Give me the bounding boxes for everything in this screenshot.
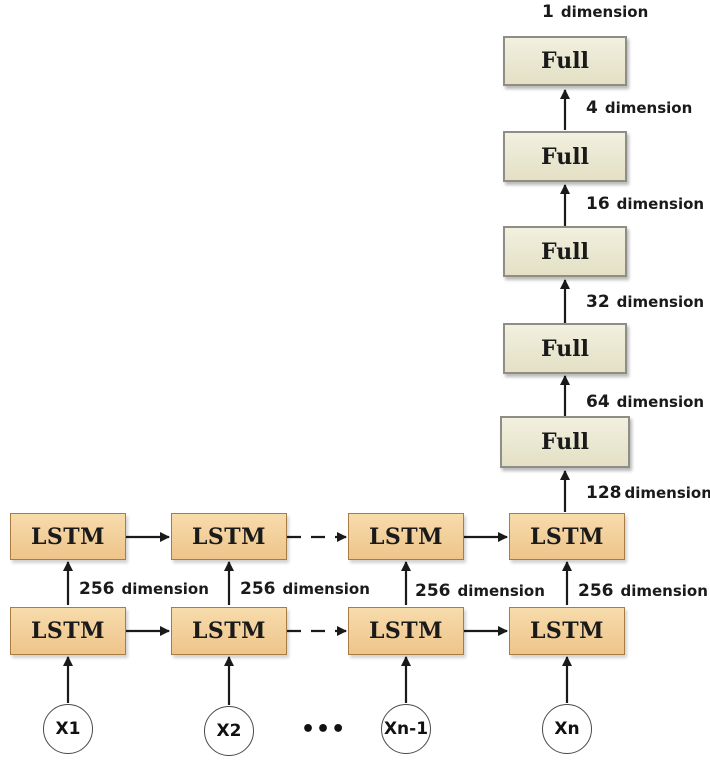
dim-word: dimension — [616, 195, 705, 213]
dim-number: 16 — [586, 194, 610, 214]
dim-number: 4 — [586, 98, 598, 118]
dim-number: 128 — [586, 483, 622, 503]
lstm-top-3: LSTM — [348, 513, 464, 560]
full-layer-label: Full — [541, 429, 589, 455]
full-layer-label: Full — [541, 238, 589, 265]
dim-label-64: 64 dimension — [586, 394, 704, 411]
lstm-top-1: LSTM — [10, 513, 126, 560]
dim-label-32: 32 dimension — [586, 294, 704, 311]
dim-word: dimension — [457, 582, 545, 600]
full-layer-label: Full — [541, 48, 589, 74]
dim-label-1: 1 dimension — [542, 4, 648, 21]
full-layer-1: Full — [503, 36, 627, 86]
ellipsis: ••• — [301, 717, 347, 742]
dim-word: dimension — [560, 3, 649, 21]
input-label: Xn-1 — [383, 719, 429, 739]
dim-word: dimension — [624, 484, 710, 502]
input-label: X2 — [216, 721, 242, 741]
lstm-label: LSTM — [191, 523, 267, 550]
dim-label-4: 4 dimension — [586, 100, 692, 117]
input-node-xn-1: Xn-1 — [381, 704, 431, 754]
lstm-top-4: LSTM — [509, 513, 625, 560]
dim-word: dimension — [121, 580, 209, 598]
dim-word: dimension — [620, 582, 708, 600]
lstm-label: LSTM — [529, 618, 605, 644]
dim-number: 256 — [240, 579, 276, 599]
between-dim-label-4: 256 dimension — [578, 583, 708, 600]
between-dim-label-1: 256 dimension — [79, 581, 209, 598]
lstm-label: LSTM — [368, 523, 444, 550]
full-layer-4: Full — [503, 131, 627, 182]
lstm-bottom-1: LSTM — [10, 607, 126, 655]
dim-number: 256 — [79, 579, 115, 599]
between-dim-label-2: 256 dimension — [240, 581, 370, 598]
input-label: Xn — [554, 719, 580, 739]
dim-word: dimension — [616, 293, 705, 311]
input-label: X1 — [55, 719, 81, 739]
dim-word: dimension — [604, 99, 693, 117]
lstm-label: LSTM — [30, 523, 106, 550]
lstm-label: LSTM — [368, 618, 444, 644]
input-node-x2: X2 — [204, 706, 254, 756]
dim-word: dimension — [616, 393, 705, 411]
lstm-bottom-3: LSTM — [348, 607, 464, 655]
between-dim-label-3: 256 dimension — [415, 583, 545, 600]
dim-word: dimension — [282, 580, 370, 598]
dim-number: 256 — [415, 581, 451, 601]
lstm-top-2: LSTM — [171, 513, 287, 560]
input-node-x1: X1 — [43, 704, 93, 754]
dim-number: 32 — [586, 292, 610, 312]
full-layer-64: Full — [500, 416, 630, 468]
lstm-label: LSTM — [529, 523, 605, 550]
lstm-label: LSTM — [191, 618, 267, 644]
full-layer-16: Full — [503, 226, 627, 277]
dim-number: 256 — [578, 581, 614, 601]
lstm-label: LSTM — [30, 618, 106, 644]
dim-number: 1 — [542, 2, 554, 22]
lstm-bottom-2: LSTM — [171, 607, 287, 655]
input-node-xn: Xn — [542, 704, 592, 754]
dim-number: 64 — [586, 392, 610, 412]
full-layer-label: Full — [541, 335, 589, 362]
dim-label-16: 16 dimension — [586, 196, 704, 213]
full-layer-label: Full — [541, 143, 589, 170]
full-layer-32: Full — [503, 323, 627, 374]
lstm-bottom-4: LSTM — [509, 607, 625, 655]
